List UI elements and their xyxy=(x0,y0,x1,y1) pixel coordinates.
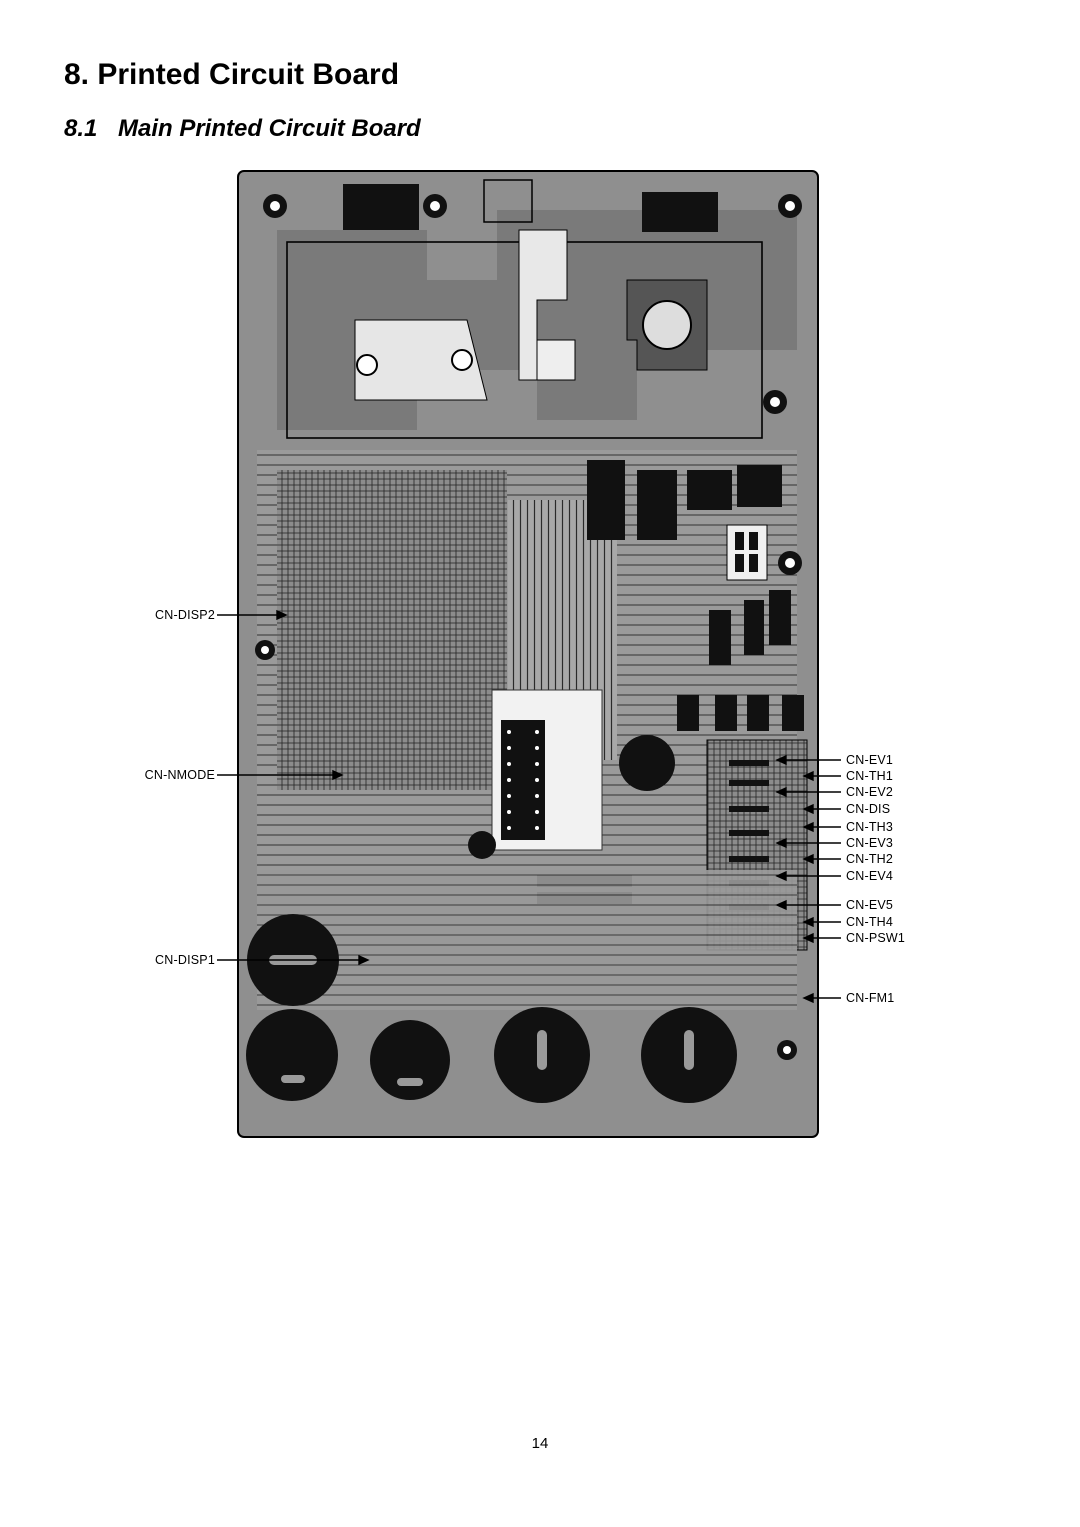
label-cn-psw1: CN-PSW1 xyxy=(846,931,906,945)
label-cn-nmode: CN-NMODE xyxy=(144,768,215,782)
pcb-image xyxy=(237,170,819,1138)
label-cn-fm1: CN-FM1 xyxy=(846,991,895,1005)
label-cn-ev1: CN-EV1 xyxy=(846,753,894,767)
section-title: 8. Printed Circuit Board xyxy=(64,58,400,91)
label-cn-disp2: CN-DISP2 xyxy=(155,608,215,622)
page-number: 14 xyxy=(531,1435,549,1452)
label-cn-th3: CN-TH3 xyxy=(846,820,894,834)
label-cn-ev3: CN-EV3 xyxy=(846,836,894,850)
label-cn-ev4: CN-EV4 xyxy=(846,869,894,883)
label-cn-th4: CN-TH4 xyxy=(846,915,894,929)
label-cn-th1: CN-TH1 xyxy=(846,769,894,783)
label-cn-ev2: CN-EV2 xyxy=(846,785,894,799)
subsection-number: 8.1 xyxy=(64,115,98,142)
label-cn-ev5: CN-EV5 xyxy=(846,898,894,912)
label-cn-dis: CN-DIS xyxy=(846,802,891,816)
subsection-title-text: Main Printed Circuit Board xyxy=(118,115,421,142)
subsection-title: 8.1 Main Printed Circuit Board xyxy=(64,115,421,143)
label-cn-th2: CN-TH2 xyxy=(846,852,894,866)
label-cn-disp1: CN-DISP1 xyxy=(155,953,215,967)
